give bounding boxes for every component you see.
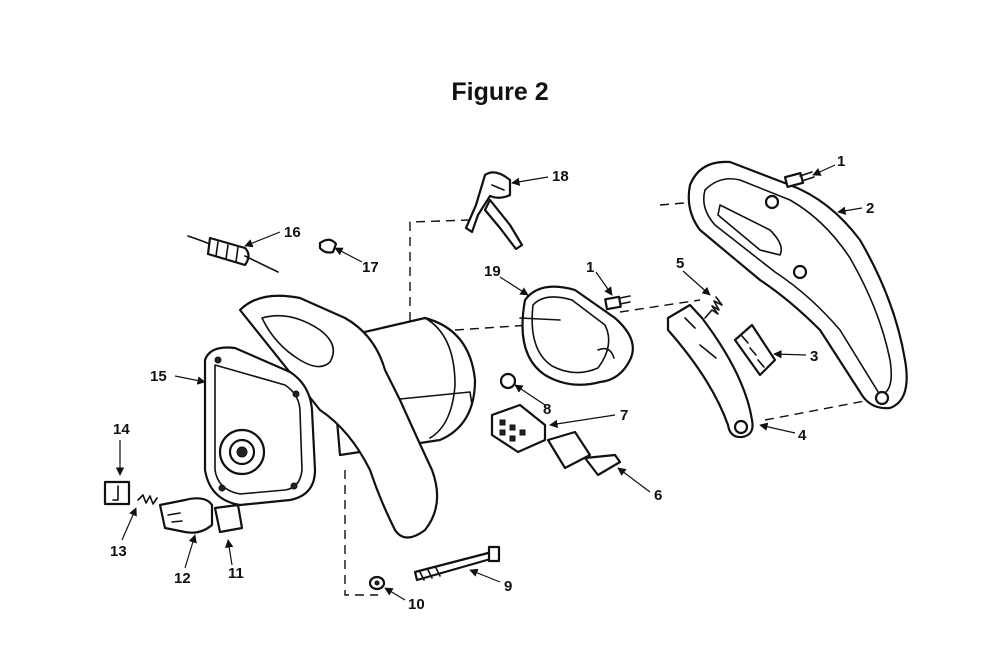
end-cap-part-19 xyxy=(519,285,634,386)
callout-11: 11 xyxy=(228,565,244,582)
plug-part-8 xyxy=(499,372,517,390)
plug-part-17 xyxy=(318,238,338,254)
switch-part-3 xyxy=(733,323,777,377)
callout-10: 10 xyxy=(408,596,425,613)
callout-7: 7 xyxy=(620,407,628,424)
cord-part-16 xyxy=(187,235,279,273)
callout-labels: 1 2 3 4 5 6 7 8 9 10 11 12 13 14 15 16 1… xyxy=(110,153,874,613)
callout-2: 2 xyxy=(866,200,874,217)
callout-1-top: 1 xyxy=(837,153,845,170)
callout-14: 14 xyxy=(113,421,130,438)
callout-18: 18 xyxy=(552,168,569,185)
screw-part-1-top xyxy=(783,171,815,189)
callout-19: 19 xyxy=(484,263,501,280)
callout-13: 13 xyxy=(110,543,127,560)
figure-title: Figure 2 xyxy=(451,78,549,106)
callout-15: 15 xyxy=(150,368,167,385)
spring-part-13 xyxy=(137,494,158,505)
brush-part-11 xyxy=(213,503,244,534)
spring-part-5 xyxy=(704,296,723,319)
callout-4: 4 xyxy=(798,427,807,444)
callout-9: 9 xyxy=(504,578,512,595)
washer-part-10 xyxy=(368,575,386,591)
callout-8: 8 xyxy=(543,401,551,418)
brush-part-6 xyxy=(546,430,622,477)
main-housing-part-15 xyxy=(203,294,477,539)
trigger-part-18 xyxy=(464,171,524,251)
callout-3: 3 xyxy=(810,348,818,365)
switch-lever-part-4 xyxy=(666,303,754,439)
side-cover-part-2 xyxy=(687,160,908,410)
callout-12: 12 xyxy=(174,570,191,587)
screw-part-1-middle xyxy=(604,295,631,311)
brush-cap-part-14 xyxy=(103,480,131,506)
callout-16: 16 xyxy=(284,224,301,241)
brush-holder-part-12 xyxy=(158,497,214,534)
callout-5: 5 xyxy=(676,255,684,272)
bolt-part-9 xyxy=(413,545,501,582)
terminal-block-part-7 xyxy=(490,403,547,454)
callout-17: 17 xyxy=(362,259,379,276)
leader-lines xyxy=(115,164,863,601)
callout-1-middle: 1 xyxy=(586,259,594,276)
callout-6: 6 xyxy=(654,487,662,504)
